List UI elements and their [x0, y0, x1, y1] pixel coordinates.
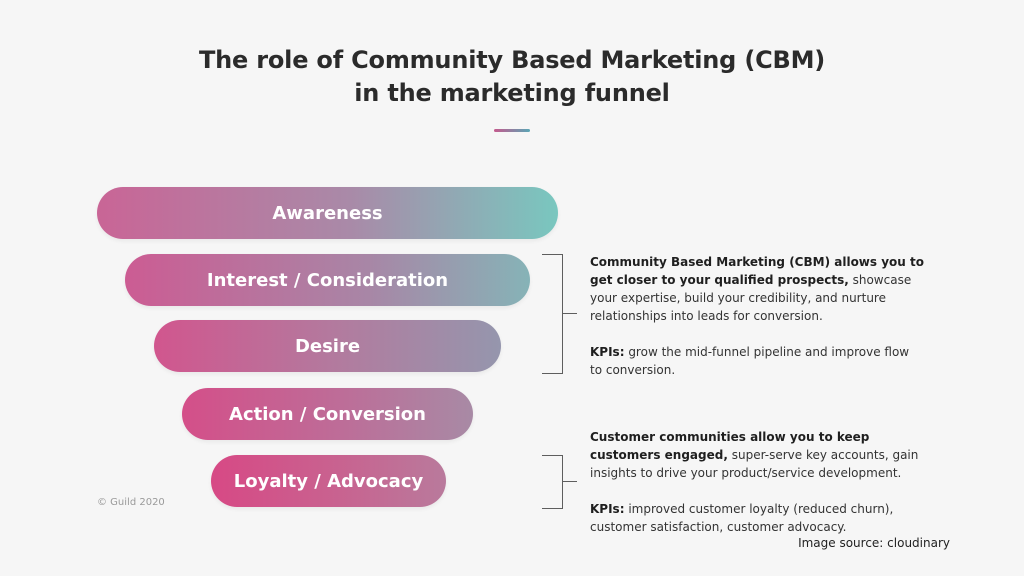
bracket-mid-funnel-tick [563, 313, 577, 314]
page-title: The role of Community Based Marketing (C… [0, 44, 1024, 110]
cbm-line-1: Community Based Marketing (CBM) allows y… [590, 253, 940, 271]
funnel-stage-action: Action / Conversion [182, 388, 473, 440]
cbm-line-2: get closer to your qualified prospects, … [590, 271, 940, 289]
image-source-caption: Image source: cloudinary [798, 536, 950, 550]
cbm-kpi-line-1: KPIs: grow the mid-funnel pipeline and i… [590, 343, 940, 361]
title-divider [494, 129, 530, 132]
community-line-1: Customer communities allow you to keep [590, 428, 940, 446]
cbm-line-4: relationships into leads for conversion. [590, 307, 940, 325]
cbm-line-2-text: showcase [848, 273, 912, 287]
cbm-note: Community Based Marketing (CBM) allows y… [590, 253, 940, 379]
funnel-stage-desire: Desire [154, 320, 501, 372]
community-line-2-bold: customers engaged, [590, 448, 728, 462]
cbm-kpi-label: KPIs: [590, 345, 625, 359]
community-kpi-line-1: KPIs: improved customer loyalty (reduced… [590, 500, 940, 518]
community-line-3-text: insights to drive your product/service d… [590, 466, 902, 480]
community-line-2: customers engaged, super-serve key accou… [590, 446, 940, 464]
cbm-line-4-text: relationships into leads for conversion. [590, 309, 823, 323]
community-line-3: insights to drive your product/service d… [590, 464, 940, 482]
funnel-stage-interest: Interest / Consideration [125, 254, 530, 306]
bracket-bottom-funnel-tick [563, 481, 577, 482]
bracket-mid-funnel [542, 254, 563, 374]
community-kpi-text-1: improved customer loyalty (reduced churn… [624, 502, 894, 516]
funnel-stage-loyalty: Loyalty / Advocacy [211, 455, 446, 507]
community-note: Customer communities allow you to keep c… [590, 428, 940, 536]
copyright-text: © Guild 2020 [97, 497, 165, 508]
cbm-line-3: your expertise, build your credibility, … [590, 289, 940, 307]
community-line-2-text: super-serve key accounts, gain [727, 448, 919, 462]
title-line-1: The role of Community Based Marketing (C… [198, 46, 826, 74]
title-line-2: in the marketing funnel [354, 79, 670, 107]
community-kpi-line-2: customer satisfaction, customer advocacy… [590, 520, 847, 534]
cbm-line-3-text: your expertise, build your credibility, … [590, 291, 886, 305]
cbm-line-1-bold: Community Based Marketing (CBM) allows y… [590, 255, 924, 269]
community-line-1-bold: Customer communities allow you to keep [590, 430, 870, 444]
community-kpi-label: KPIs: [590, 502, 625, 516]
cbm-line-2-bold: get closer to your qualified prospects, [590, 273, 849, 287]
funnel-stage-awareness: Awareness [97, 187, 558, 239]
cbm-kpi-line-2: to conversion. [590, 363, 676, 377]
bracket-bottom-funnel [542, 455, 563, 509]
cbm-kpi-text-1: grow the mid-funnel pipeline and improve… [624, 345, 910, 359]
